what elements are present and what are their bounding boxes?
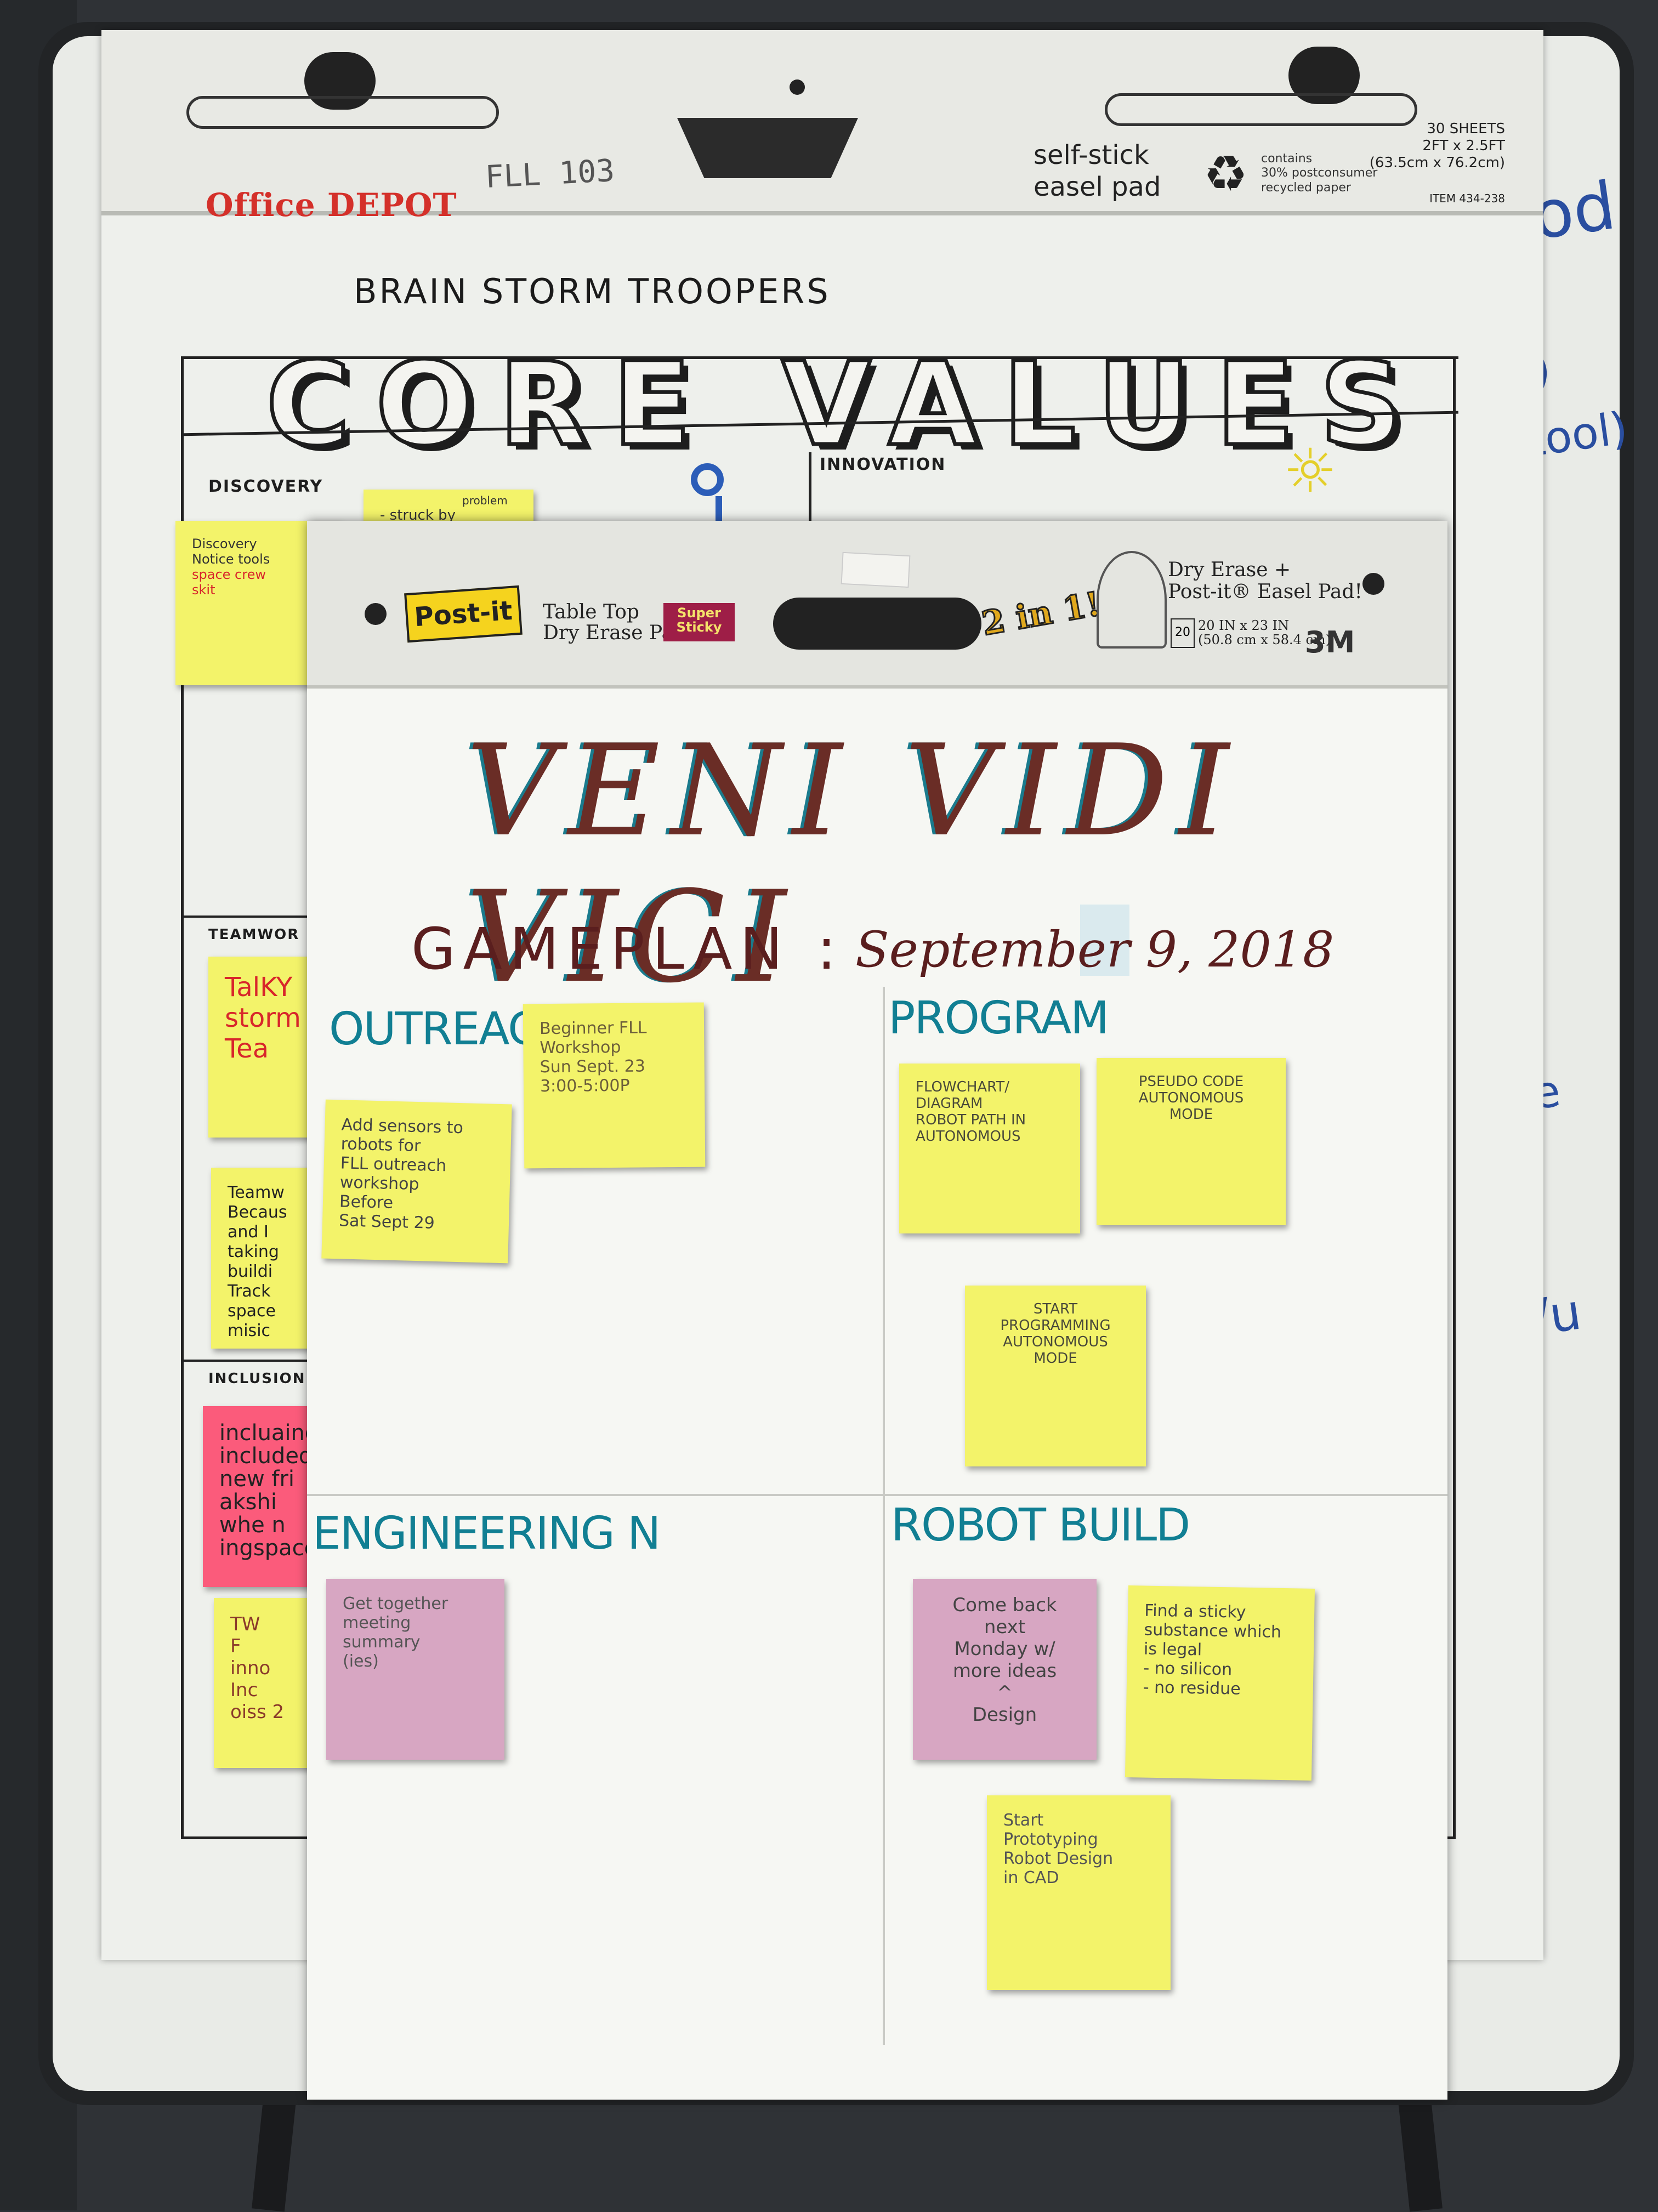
fll-number-note: FLL 103 [484,152,616,196]
section-inclusion: INCLUSION [208,1371,306,1387]
sticky-program-2: PSEUDO CODE AUTONOMOUS MODE [1097,1058,1286,1225]
team-name: BRAIN STORM TROOPERS [354,271,831,311]
tape-strip [841,551,911,588]
sheet-count-box: 20 [1171,618,1195,648]
section-engineering: ENGINEERING N [313,1508,661,1560]
sticky-program-3: START PROGRAMMING AUTONOMOUS MODE [965,1286,1146,1466]
recycle-icon: ♻ [1203,145,1248,203]
sheet-size-line-2: (50.8 cm x 58.4 cm) [1198,632,1331,648]
gameplan-colon: : [817,915,837,982]
sheet-size-line-1: 20 IN x 23 IN [1198,618,1290,633]
section-discovery: DISCOVERY [208,477,323,496]
quadrant-divider-vertical [883,987,885,2045]
sticky-program-1: FLOWCHART/ DIAGRAM ROBOT PATH IN AUTONOM… [899,1064,1080,1233]
carry-handle [677,118,858,178]
section-robot-build: ROBOT BUILD [891,1499,1190,1551]
product-line-2: easel pad [1034,171,1161,202]
carry-handle [773,598,981,650]
sticky-text: TalKY storm [225,972,301,1033]
sticky-text-2: Tea [225,1033,269,1064]
pin-hole-right [1362,573,1384,595]
pin-hole-left [365,603,387,625]
hanger-hole-left [304,52,376,110]
tape-strip [1080,905,1129,976]
dry-erase-line-1: Dry Erase + [1168,559,1291,581]
product-line-1: Table Top [543,601,639,623]
gameplan-date: September 9, 2018 [855,921,1335,979]
sticky-outreach-1: Beginner FLL Workshop Sun Sept. 23 3:00-… [523,1002,706,1169]
section-innovation: INNOVATION [820,455,946,474]
gameplan-title: VENI VIDI VICI [466,718,1240,1011]
slot-left [186,96,499,129]
office-depot-logo: Office DEPOT [206,186,457,224]
product-label: self-stick easel pad [1034,140,1161,203]
sticky-text: Discovery Notice tools [192,536,270,567]
gameplan-label: GAMEPLAN [411,915,791,982]
recycled-line-1: contains [1261,152,1313,166]
gameplan-pad: Post-it Table Top Dry Erase Pad Super St… [307,521,1447,2100]
recycled-note: contains 30% postconsumer recycled paper [1261,152,1377,195]
sticky-build-3: Start Prototyping Robot Design in CAD [987,1795,1171,1990]
frame-top-line [181,356,1458,359]
row-divider-2 [181,1360,411,1362]
product-line-2: Dry Erase Pad [543,621,686,644]
dry-erase-label: Dry Erase + Post-it® Easel Pad! [1168,559,1362,602]
sticky-text-red: space crew skit [192,567,266,598]
slot-right [1105,93,1417,126]
super-sticky-badge: Super Sticky [663,603,735,641]
sticky-small-text: problem [462,494,508,507]
sheet-size: 20 IN x 23 IN (50.8 cm x 58.4 cm) [1198,618,1331,647]
magnifier-icon [691,463,724,496]
sticky-outreach-2: Add sensors to robots for FLL outreach w… [321,1099,512,1264]
3m-logo: 3M [1305,625,1355,659]
quadrant-divider-horizontal [307,1494,1447,1496]
product-line-1: self-stick [1034,140,1149,170]
sticky-engineering-1: Get together meeting summary (ies) [326,1579,504,1760]
core-values-title: CORE VALUES [264,336,1428,474]
row-divider-1 [181,915,411,918]
dry-erase-line-2: Post-it® Easel Pad! [1168,580,1363,603]
sheet-size: 2FT x 2.5FT [1422,138,1505,155]
product-label: Table Top Dry Erase Pad [543,602,686,644]
sheet-size-metric: (63.5cm x 76.2cm) [1369,155,1505,172]
sheet-count: 30 SHEETS [1427,121,1505,137]
easel-leg-right [1398,2092,1443,2212]
divider-vertical [809,452,811,562]
easel-leg-left [252,2092,297,2212]
lightbulb-icon: ☼ [1283,436,1337,506]
sheet-spec: 30 SHEETS 2FT x 2.5FT (63.5cm x 76.2cm) [1341,121,1505,172]
sticky-build-2: Find a sticky substance which is legal -… [1125,1585,1315,1781]
section-programming: PROGRAM [888,992,1109,1044]
pin-hole [790,79,805,95]
easel-pad-illustration [1097,551,1167,649]
item-number: ITEM 434-238 [1429,192,1505,205]
section-teamwork: TEAMWOR [208,926,300,943]
pad-header [101,30,1543,215]
recycled-line-2: 30% postconsumer [1261,166,1378,180]
sticky-build-1: Come back next Monday w/ more ideas ^ De… [913,1579,1097,1760]
post-it-logo: Post-it [404,585,523,643]
recycled-line-3: recycled paper [1261,180,1351,195]
